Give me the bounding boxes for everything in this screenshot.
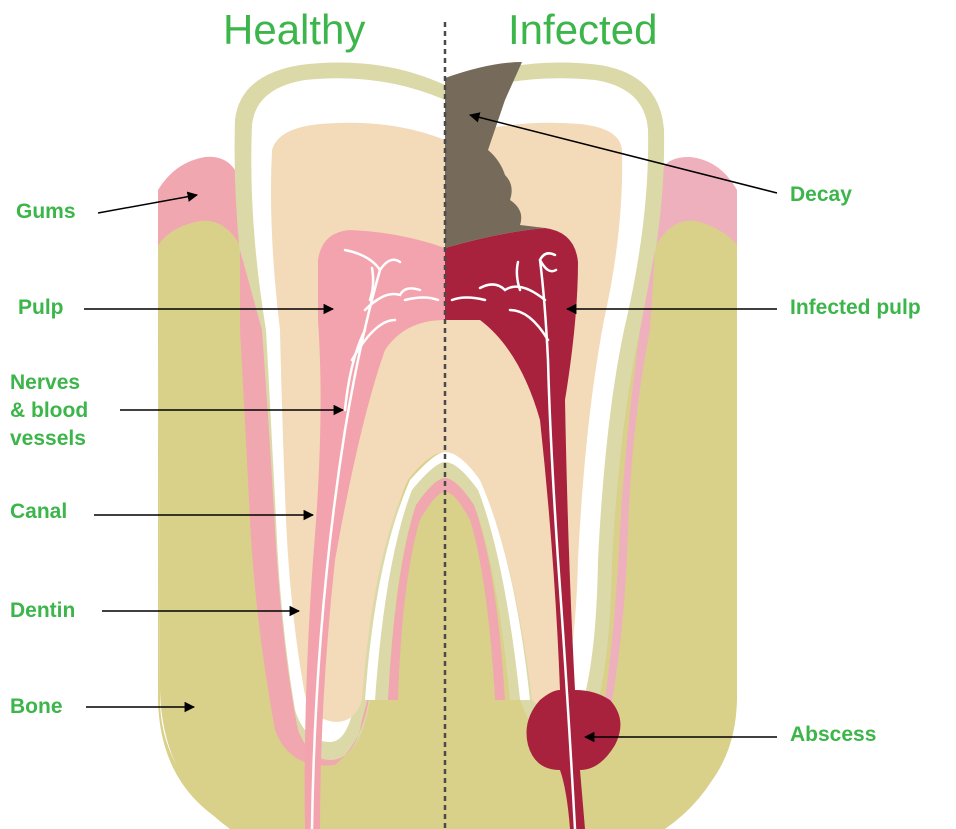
label-abscess: Abscess xyxy=(790,721,876,749)
label-pulp: Pulp xyxy=(18,294,64,322)
label-gums: Gums xyxy=(16,198,76,226)
bone-right xyxy=(650,205,737,829)
heading-infected: Infected xyxy=(508,6,657,54)
bone-main xyxy=(158,205,245,829)
label-nerves-line2: & blood xyxy=(10,397,88,425)
heading-healthy: Healthy xyxy=(223,6,365,54)
label-decay: Decay xyxy=(790,181,852,209)
label-canal: Canal xyxy=(10,498,67,526)
label-infected-pulp: Infected pulp xyxy=(790,294,921,322)
label-nerves-line3: vessels xyxy=(10,425,86,453)
label-bone: Bone xyxy=(10,693,63,721)
label-nerves-line1: Nerves xyxy=(10,369,80,397)
label-dentin: Dentin xyxy=(10,597,75,625)
